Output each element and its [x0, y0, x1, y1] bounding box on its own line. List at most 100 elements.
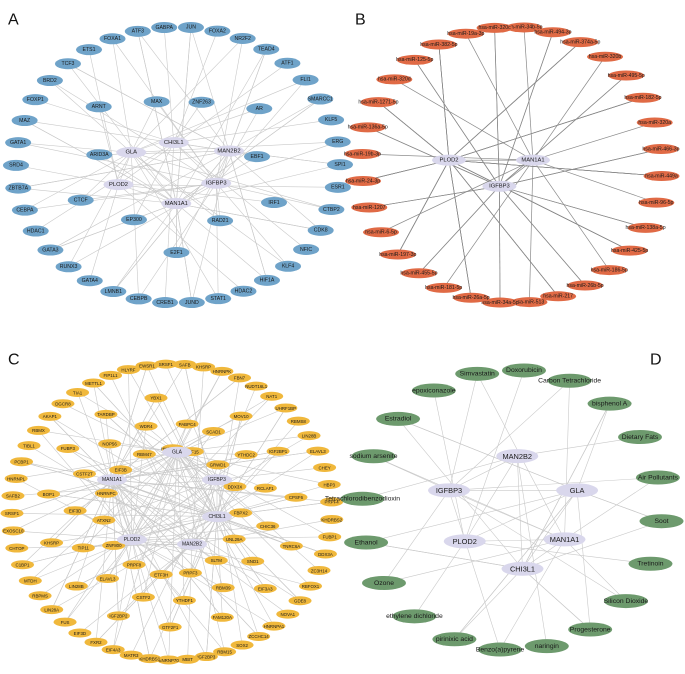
node-gata3-shape: [37, 244, 64, 256]
node-rbmx-shape: [27, 425, 51, 435]
node-hsa-mir-6-5p-label: hsa-miR-6-5p: [365, 230, 397, 236]
node-maz: MAZ: [11, 115, 38, 127]
edge: [48, 493, 218, 517]
node-atf3-label: ATF3: [132, 29, 144, 35]
node-ebf1: EBF1: [244, 151, 271, 163]
hub-plod2-label: PLOD2: [109, 182, 128, 188]
node-fus: FUS: [53, 617, 77, 627]
node-runx3-shape: [55, 261, 82, 273]
node-fbn7-shape: [228, 373, 252, 383]
node-hsa-mir-125-5p: hsa-miR-125-5p: [396, 54, 433, 65]
edge: [397, 160, 450, 255]
edge: [206, 516, 218, 657]
node-nr2f2: NR2F2: [229, 32, 256, 44]
edge: [190, 27, 230, 152]
node-dietary-fats-label: Dietary Fats: [622, 434, 659, 441]
node-klf4-shape: [275, 260, 302, 272]
node-creb1-label: CREB1: [156, 300, 173, 306]
node-pabpc4-label: PABPC4: [179, 422, 197, 427]
node-nova1: NOVA1: [276, 609, 300, 619]
edges: [362, 370, 662, 650]
node-cdk8: CDK8: [307, 224, 334, 236]
node-lin28b-shape: [297, 431, 321, 441]
hub-chi3l1-shape: [501, 561, 544, 576]
edge: [228, 98, 321, 152]
node-fubp1: FUBP1: [318, 532, 342, 542]
hub-gla-label: GLA: [172, 450, 183, 456]
node-fam120a-label: FAM120A: [213, 615, 232, 620]
node-ythdf1-shape: [172, 595, 196, 605]
node-ethylene-dichloride-shape: [392, 609, 437, 624]
node-nudt16l1: NUDT16L1: [244, 381, 268, 391]
node-hsa-mir-24-3p: hsa-miR-24-3p: [345, 176, 382, 187]
node-hnrnpa1-label: HNRNPA1: [264, 624, 285, 629]
node-cpsf6: CPSF6: [284, 492, 308, 502]
node-exosc10-label: EXOSC10: [3, 529, 24, 534]
node-ddx3a: DDX3A: [313, 549, 337, 559]
hub-chi3l1: CHI3L1: [158, 137, 189, 149]
node-tibl1: TIBL1: [17, 441, 41, 451]
edge: [216, 377, 240, 517]
node-rbms8-shape: [286, 416, 310, 426]
node-fbpx2: FBPX2: [229, 508, 253, 518]
node-sltm-shape: [204, 555, 228, 565]
node-ets1-label: ETS1: [83, 47, 96, 53]
edge: [499, 186, 501, 303]
node-hsa-mir-455-5p-shape: [400, 268, 437, 279]
edge: [80, 152, 132, 201]
edge: [13, 530, 133, 540]
node-ddx3a-shape: [313, 549, 337, 559]
node-gata1: GATA1: [5, 137, 32, 149]
edge: [366, 490, 578, 543]
node-exosc10: EXOSC10: [1, 526, 25, 536]
node-hsa-mir-1207: hsa-miR-1207: [351, 202, 388, 213]
edge: [499, 186, 586, 286]
edge: [522, 490, 578, 569]
node-wdr4: WDR4: [134, 421, 158, 431]
node-hsa-mir-455-5p: hsa-miR-455-5p: [400, 268, 438, 279]
hub-gla-label: GLA: [125, 150, 137, 156]
edge: [21, 461, 218, 517]
edge: [77, 392, 178, 453]
edge: [112, 38, 217, 184]
node-srd4-label: SRD4: [9, 163, 23, 169]
node-tnrc6a-shape: [279, 541, 303, 551]
node-atf1-label: ATF1: [281, 61, 293, 67]
node-khsrp-label: KHSRP: [196, 365, 211, 370]
node-sox2-label: SOX2: [236, 643, 248, 648]
edge: [128, 369, 178, 453]
node-rbm39-label: RBM39: [216, 585, 231, 590]
node-progesterone: Progesterone: [568, 622, 613, 637]
node-ddx3x-label: DDX3X: [228, 484, 243, 489]
hub-gla-shape: [162, 446, 192, 458]
node-arid3a: ARID3A: [86, 149, 113, 161]
node-ythdf1: YTHDF1: [172, 595, 196, 605]
node-tcf3-label: TCF3: [61, 61, 74, 67]
node-hsa-mir-320d-shape: [376, 74, 413, 85]
node-khdrbs2-label: KHDRBS2: [321, 517, 342, 522]
edge: [51, 516, 218, 544]
node-tead4-label: TEAD4: [258, 47, 275, 53]
node-hsa-mir-26a-5p-label: hsa-miR-26a-5p: [452, 295, 489, 301]
node-mettl1-shape: [82, 378, 106, 388]
node-ar-shape: [246, 103, 273, 115]
edge: [111, 479, 266, 589]
node-rad21: RAD21: [207, 215, 234, 227]
node-foxp1-shape: [22, 94, 49, 106]
node-igf2bp1-label: IGF2BP1: [269, 449, 288, 454]
node-ewsr1-label: EWSR1: [139, 364, 155, 369]
node-hsa-mir-197-3p-shape: [379, 249, 416, 260]
node-ctcf-label: CTCF: [74, 197, 88, 203]
node-srd4: SRD4: [3, 159, 30, 171]
node-hsa-mir-320b-shape: [587, 51, 624, 62]
node-khdrbs1-label: KHDRBS1: [139, 656, 160, 661]
edge: [448, 490, 501, 650]
hub-man1a1: MAN1A1: [161, 198, 192, 209]
node-ewsr1-shape: [135, 361, 159, 371]
node-jund-shape: [178, 296, 205, 308]
node-hsa-mir-374a-5p-shape: [562, 37, 599, 48]
node-hsa-mir-320d: hsa-miR-320d: [376, 74, 413, 85]
node-soot-shape: [639, 514, 684, 529]
